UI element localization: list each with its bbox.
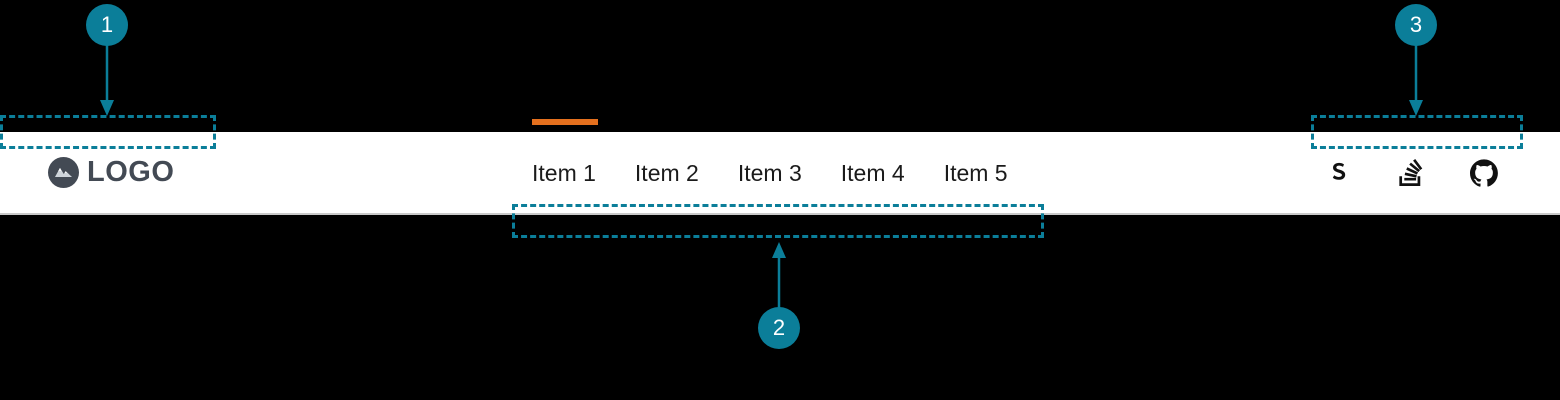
primary-nav: Item 1 Item 2 Item 3 Item 4 Item 5 bbox=[532, 119, 1008, 213]
sessionize-s-icon[interactable] bbox=[1326, 159, 1354, 187]
brand-logo-link[interactable]: LOGO bbox=[48, 132, 174, 213]
nav-item-4[interactable]: Item 4 bbox=[840, 160, 905, 186]
social-links bbox=[1326, 132, 1498, 213]
github-icon[interactable] bbox=[1470, 158, 1498, 187]
nav-item-2[interactable]: Item 2 bbox=[634, 160, 699, 186]
stack-overflow-icon[interactable] bbox=[1398, 158, 1426, 187]
site-navbar: LOGO Item 1 Item 2 Item 3 Item 4 Item 5 bbox=[0, 119, 1560, 215]
nav-item-1[interactable]: Item 1 bbox=[532, 119, 598, 186]
nav-item-5[interactable]: Item 5 bbox=[943, 160, 1008, 186]
mountain-circle-icon bbox=[48, 157, 79, 188]
brand-logo-text: LOGO bbox=[87, 156, 175, 188]
nav-item-3[interactable]: Item 3 bbox=[737, 160, 802, 186]
